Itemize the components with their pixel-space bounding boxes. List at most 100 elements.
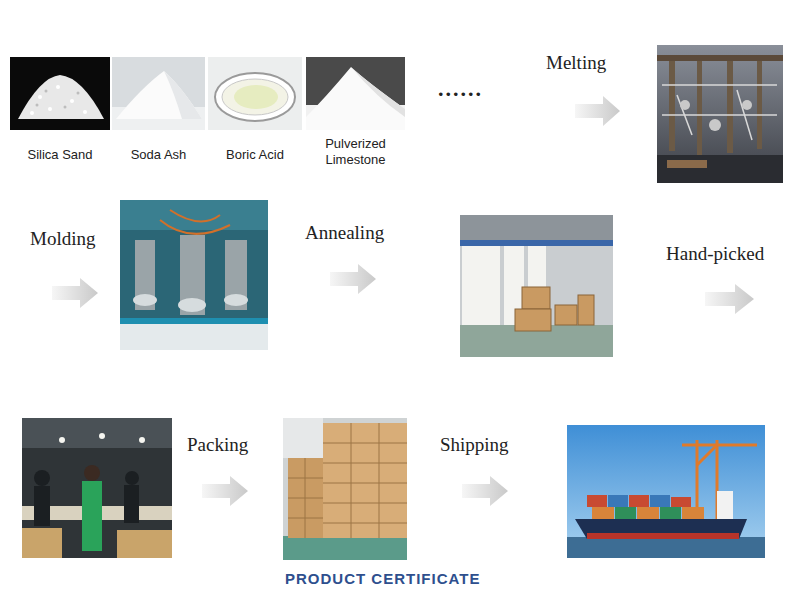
furnace-photo — [657, 45, 783, 183]
illustration-part — [36, 104, 39, 107]
illustration-part — [18, 75, 104, 119]
illustration-part — [84, 465, 100, 481]
illustration-part — [717, 491, 733, 519]
step-label: Shipping — [440, 434, 509, 456]
illustration-part — [460, 215, 613, 357]
illustration-part — [99, 433, 105, 439]
illustration-part — [34, 470, 50, 486]
molding-machine-photo — [120, 200, 268, 350]
illustration-part — [657, 155, 783, 183]
illustration-part — [215, 73, 295, 121]
illustration-part — [48, 107, 52, 111]
illustration-part — [351, 423, 379, 538]
illustration-part — [224, 294, 248, 306]
illustration-part — [283, 418, 407, 560]
limestone-photo — [306, 57, 405, 130]
packed-boxes-photo — [283, 418, 407, 560]
illustration-part — [709, 119, 721, 131]
annealing-warehouse-photo — [460, 215, 613, 357]
illustration-part — [133, 294, 157, 306]
illustration-part — [22, 528, 172, 558]
illustration-part — [650, 495, 670, 507]
illustration-part — [125, 471, 139, 485]
illustration-part — [575, 519, 747, 539]
illustration-part — [59, 433, 145, 443]
illustration-part — [669, 61, 762, 156]
illustration-part — [705, 284, 754, 314]
illustration-part — [460, 240, 613, 246]
illustration-part — [682, 507, 704, 519]
illustration-part — [592, 507, 704, 519]
step-label: Melting — [546, 52, 606, 74]
illustration-part — [657, 55, 783, 61]
ellipsis: ...... — [438, 76, 483, 102]
illustration-part — [56, 85, 60, 89]
illustration-part — [160, 220, 230, 234]
illustration-part — [680, 100, 690, 110]
hand-picking-photo — [22, 418, 172, 558]
illustration-part — [462, 246, 500, 326]
illustration-part — [116, 71, 202, 119]
illustration-part — [351, 67, 405, 117]
illustration-part — [567, 425, 765, 558]
illustration-part — [460, 215, 613, 240]
illustration-part — [682, 444, 757, 447]
illustration-part — [587, 533, 739, 539]
illustration-part — [522, 287, 550, 309]
illustration-part — [59, 437, 65, 443]
illustration-part — [120, 318, 268, 324]
illustration-part — [575, 96, 620, 126]
illustration-part — [608, 495, 670, 507]
material-caption: Silica Sand — [27, 147, 92, 163]
illustration-part — [34, 486, 50, 526]
container-ship-photo — [567, 425, 765, 558]
illustration-part — [30, 111, 34, 115]
illustration-part — [288, 458, 323, 538]
illustration-part — [662, 85, 777, 140]
illustration-part — [615, 507, 681, 519]
illustration-part — [234, 85, 278, 109]
illustration-part — [36, 90, 80, 109]
illustration-part — [657, 45, 783, 183]
illustration-part — [697, 445, 717, 465]
illustration-part — [671, 497, 691, 507]
illustration-part — [170, 210, 220, 221]
illustration-part — [82, 481, 102, 551]
illustration-part — [737, 90, 752, 140]
illustration-part — [587, 495, 607, 507]
illustration-part — [283, 536, 407, 560]
illustration-part — [225, 240, 247, 310]
illustration-part — [70, 99, 74, 103]
material-node: Silica Sand — [10, 57, 110, 163]
illustration-part — [208, 57, 302, 130]
boric-acid-photo — [208, 57, 302, 130]
illustration-part — [117, 530, 172, 558]
illustration-part — [567, 537, 765, 558]
material-caption: Soda Ash — [131, 147, 187, 163]
material-node: Pulverized Limestone — [306, 57, 405, 167]
step-label: Annealing — [305, 222, 384, 244]
illustration-part — [515, 309, 551, 331]
illustration-part — [38, 95, 42, 99]
illustration-part — [462, 476, 508, 506]
illustration-part — [637, 507, 659, 519]
illustration-part — [727, 61, 733, 153]
material-caption: Boric Acid — [226, 147, 284, 163]
illustration-part — [306, 57, 405, 130]
material-node: Soda Ash — [112, 57, 205, 163]
illustration-part — [757, 61, 762, 149]
illustration-part — [323, 443, 407, 523]
illustration-part — [615, 507, 636, 519]
illustration-part — [120, 200, 268, 230]
illustration-part — [64, 106, 67, 109]
material-node: Boric Acid — [208, 57, 302, 163]
illustration-part — [124, 485, 139, 523]
illustration-part — [112, 57, 205, 130]
illustration-part — [52, 278, 98, 308]
illustration-part — [660, 507, 681, 519]
illustration-part — [22, 528, 62, 558]
illustration-part — [555, 305, 577, 325]
illustration-part — [697, 61, 702, 156]
illustration-part — [306, 67, 405, 130]
